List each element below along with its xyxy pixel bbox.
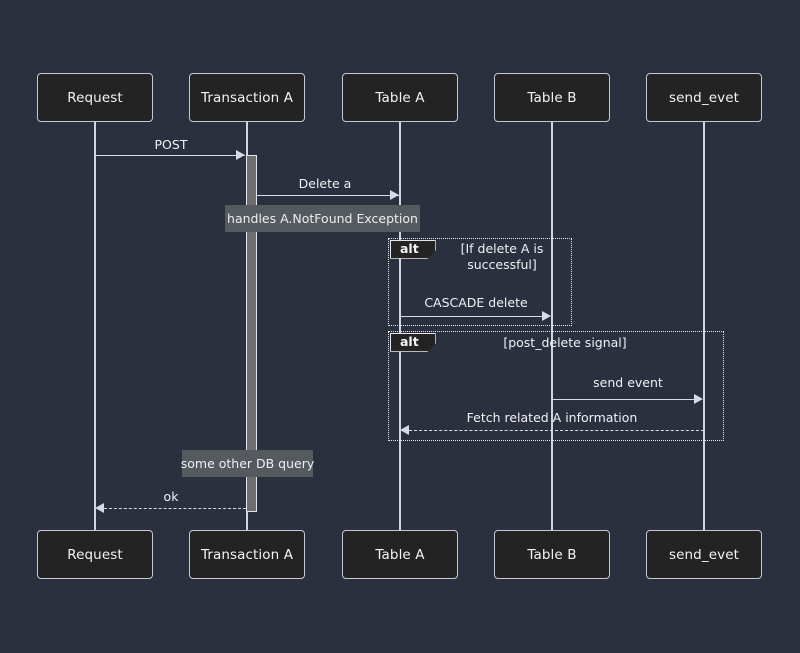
lifeline-request xyxy=(94,122,96,530)
participant-box-transaction-a-top[interactable]: Transaction A xyxy=(189,73,305,122)
message-label-delete-a: Delete a xyxy=(298,176,352,191)
participant-label: send_evet xyxy=(668,89,739,106)
participant-label: Table B xyxy=(527,546,577,563)
participant-box-transaction-a-bottom[interactable]: Transaction A xyxy=(189,530,305,579)
message-line-post xyxy=(95,155,245,156)
note-some-other-db-query: some other DB query xyxy=(181,450,314,477)
participant-box-table-b-bottom[interactable]: Table B xyxy=(494,530,610,579)
fragment-alt-delete-successful xyxy=(388,238,572,326)
fragment-tag-alt-1: alt xyxy=(390,240,436,259)
participant-label: send_evet xyxy=(668,546,739,563)
activation-bar-transaction-a xyxy=(246,155,257,512)
arrow-head-send-event xyxy=(694,394,703,404)
message-line-send-event xyxy=(552,399,695,400)
lifeline-table-b xyxy=(551,122,553,530)
lifeline-send-evet xyxy=(703,122,705,530)
participant-label: Request xyxy=(67,89,123,106)
message-label-post: POST xyxy=(154,137,188,152)
participant-label: Request xyxy=(67,546,123,563)
participant-box-request-bottom[interactable]: Request xyxy=(37,530,153,579)
arrow-head-post xyxy=(236,150,245,160)
participant-label: Table A xyxy=(375,546,425,563)
participant-label: Table B xyxy=(527,89,577,106)
arrow-head-cascade-delete xyxy=(542,311,551,321)
fragment-alt-post-delete-signal xyxy=(388,331,724,441)
fragment-condition-alt-1: [If delete A is successful] xyxy=(432,241,572,272)
note-handles-exception: handles A.NotFound Exception xyxy=(225,205,420,232)
message-line-delete-a xyxy=(257,195,399,196)
fragment-condition-alt-2: [post_delete signal] xyxy=(440,335,690,351)
message-line-cascade-delete xyxy=(400,316,543,317)
message-label-send-event: send event xyxy=(593,375,663,390)
participant-box-send-evet-top[interactable]: send_evet xyxy=(646,73,762,122)
participant-box-send-evet-bottom[interactable]: send_evet xyxy=(646,530,762,579)
fragment-condition-line-1: [post_delete signal] xyxy=(503,335,627,350)
participant-label: Transaction A xyxy=(200,89,294,106)
participant-box-request-top[interactable]: Request xyxy=(37,73,153,122)
fragment-tag-alt-2: alt xyxy=(390,333,436,352)
fragment-condition-line-2: successful] xyxy=(467,256,537,272)
participant-box-table-b-top[interactable]: Table B xyxy=(494,73,610,122)
lifeline-table-a xyxy=(399,122,401,530)
arrow-head-delete-a xyxy=(390,190,399,200)
participant-box-table-a-bottom[interactable]: Table A xyxy=(342,530,458,579)
message-line-ok xyxy=(104,508,246,509)
message-label-fetch-related: Fetch related A information xyxy=(466,410,638,425)
arrow-head-ok xyxy=(95,503,104,513)
message-line-fetch-related xyxy=(409,430,704,431)
arrow-head-fetch-related xyxy=(400,425,409,435)
participant-label: Table A xyxy=(375,89,425,106)
fragment-condition-line-1: [If delete A is xyxy=(460,241,544,256)
message-label-cascade-delete: CASCADE delete xyxy=(424,295,528,310)
message-label-ok: ok xyxy=(163,489,179,504)
participant-box-table-a-top[interactable]: Table A xyxy=(342,73,458,122)
participant-label: Transaction A xyxy=(200,546,294,563)
